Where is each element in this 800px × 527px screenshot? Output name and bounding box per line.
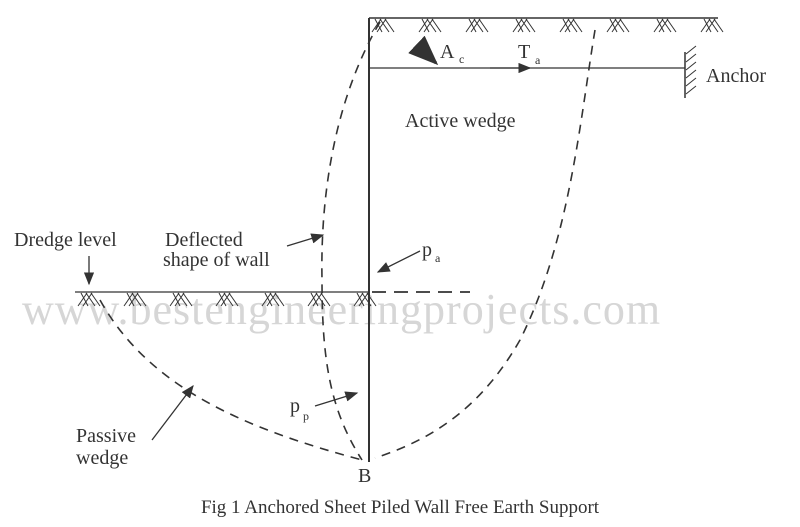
deflected-label-2: shape of wall — [163, 249, 270, 271]
anchor-symbol — [684, 45, 697, 98]
pa-arrow — [376, 250, 421, 273]
deflected-arrow — [286, 233, 325, 247]
dredge-level-label: Dredge level — [14, 229, 117, 251]
passive-label-2: wedge — [76, 447, 128, 469]
ac-subscript: c — [459, 52, 464, 66]
hatch-mark — [215, 292, 239, 307]
watermark: www.bestengineeringprojects.com — [22, 285, 661, 334]
hatch-mark — [700, 18, 724, 33]
hatch-mark — [123, 292, 147, 307]
pa-subscript: a — [435, 251, 441, 265]
hatch-mark — [169, 292, 193, 307]
anchor-label: Anchor — [706, 65, 766, 87]
active-wedge-boundary — [374, 29, 596, 459]
hatch-mark — [559, 18, 583, 33]
ground-hatch-top — [371, 18, 724, 33]
pa-label: p — [422, 239, 432, 261]
pp-label: p — [290, 395, 300, 417]
ac-label: A — [440, 41, 455, 63]
hatch-mark — [653, 18, 677, 33]
point-b-label: B — [358, 465, 371, 487]
figure-caption: Fig 1 Anchored Sheet Piled Wall Free Ear… — [201, 497, 600, 518]
active-wedge-label: Active wedge — [405, 110, 516, 132]
passive-label-1: Passive — [76, 425, 136, 447]
hatch-mark — [512, 18, 536, 33]
hatch-mark — [353, 292, 377, 307]
pp-subscript: p — [303, 409, 309, 423]
hatch-mark — [307, 292, 331, 307]
deflected-label-1: Deflected — [165, 229, 243, 251]
hatch-mark — [261, 292, 285, 307]
passive-wedge-arrow — [151, 384, 194, 441]
passive-wedge-boundary — [99, 299, 363, 461]
hatch-mark — [606, 18, 630, 33]
ac-arrow — [408, 35, 439, 66]
hatch-mark — [77, 292, 101, 307]
hatch-mark — [465, 18, 489, 33]
ta-label: T — [518, 41, 530, 63]
hatch-mark — [371, 18, 395, 33]
ta-subscript: a — [535, 53, 541, 67]
pp-arrow — [314, 391, 359, 407]
hatch-mark — [418, 18, 442, 33]
deflected-wall-shape — [321, 21, 381, 461]
ground-hatch-dredge — [77, 292, 377, 307]
